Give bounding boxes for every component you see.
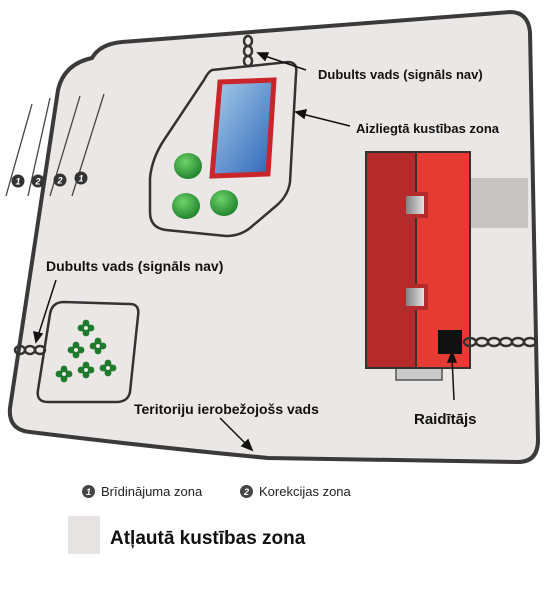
house-window — [402, 192, 428, 218]
legend: 1 Brīdinājuma zona 2 Korekcijas zona Atļ… — [0, 476, 552, 590]
label-boundary-wire: Teritoriju ierobežojošs vads — [134, 401, 319, 417]
pool — [209, 77, 277, 179]
zone-number-badges: 1 2 2 1 — [11, 171, 88, 188]
annotation-arrows — [33, 52, 458, 452]
label-transmitter: Raidītājs — [414, 411, 477, 428]
house-window — [402, 284, 428, 310]
flower-bed — [36, 300, 140, 404]
legend-correction-zone: 2 Korekcijas zona — [240, 484, 351, 499]
label-double-wire-top: Dubults vads (signāls nav) — [318, 67, 483, 82]
transmitter-wire — [462, 336, 538, 348]
zone-badge-4: 1 — [78, 174, 83, 184]
zone-badge-3: 2 — [56, 176, 62, 186]
label-forbidden-zone: Aizliegtā kustības zona — [356, 121, 500, 136]
legend-warning-zone: 1 Brīdinājuma zona — [82, 484, 202, 499]
legend-allowed-label: Atļautā kustības zona — [110, 528, 306, 549]
correction-badge: 2 — [240, 485, 253, 498]
territory-diagram: 1 2 2 1 — [5, 9, 541, 465]
zone-badge-1: 1 — [15, 177, 20, 187]
double-wire-top — [242, 34, 254, 68]
label-double-wire-left: Dubults vads (signāls nav) — [46, 258, 223, 274]
trees — [172, 153, 238, 219]
flowers — [55, 319, 117, 383]
zone-badge-2: 2 — [34, 177, 40, 187]
warning-badge: 1 — [82, 485, 95, 498]
legend-warning-label: Brīdinājuma zona — [101, 484, 203, 499]
transmitter-box — [438, 330, 462, 354]
allowed-zone-swatch — [68, 516, 100, 554]
double-wire-left — [13, 344, 47, 356]
legend-correction-label: Korekcijas zona — [259, 484, 351, 499]
driveway — [470, 178, 528, 228]
